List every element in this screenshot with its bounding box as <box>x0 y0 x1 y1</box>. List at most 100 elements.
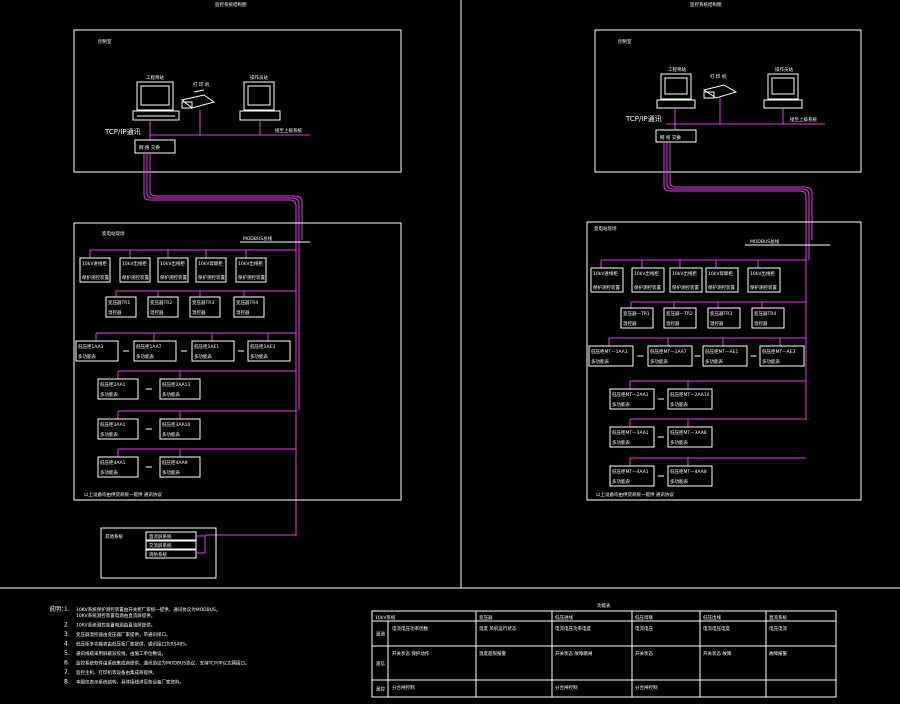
device-sublabel: 保护测控装置 <box>122 274 149 281</box>
device-box <box>105 296 137 318</box>
note-text: 10KV系统测控装置电源由直流屏提供。 <box>76 622 155 629</box>
table-title: 功能表 <box>597 602 611 609</box>
device-label: 低压柜2AA1 <box>100 381 126 388</box>
right-footer: 以上设备均由供货商统一提供 通讯协议 <box>596 491 674 498</box>
right-printer-label: 打 印 机 <box>710 73 727 80</box>
device-box <box>235 257 267 283</box>
device-label: 10kV母联柜 <box>708 270 733 277</box>
device-sublabel: 多功能表 <box>670 439 688 446</box>
device-sublabel: 保护测控装置 <box>160 274 187 281</box>
device-sublabel: 温控器 <box>150 309 164 316</box>
device-label: 10kV进线柜 <box>593 270 618 277</box>
device-box <box>620 307 654 329</box>
device-sublabel: 多功能表 <box>194 353 212 360</box>
device-box <box>707 307 741 329</box>
device-sublabel: 温控器 <box>192 309 206 316</box>
note-number: 5. <box>64 650 70 657</box>
right-control-room-label: 控制室 <box>618 38 632 45</box>
table-row-label: 遥控 <box>376 686 385 693</box>
device-box <box>609 465 655 487</box>
table-cell: 开关状态 故障 <box>703 650 732 657</box>
extra-item: 交流屏系统 <box>149 542 172 549</box>
device-label: 变压器TR1 <box>108 299 130 306</box>
right-field-title: 变电站现场 <box>594 225 617 232</box>
device-box <box>667 388 713 410</box>
device-sublabel: 保护测控装置 <box>82 274 109 281</box>
left-printer-label: 打 印 机 <box>193 81 210 88</box>
device-label: 变压器TR3 <box>192 299 214 306</box>
device-label: 变压器TR4 <box>754 310 776 317</box>
left-bus-label: MODBUS总线 <box>243 235 273 242</box>
table-cell: 电流电压 <box>635 625 653 632</box>
device-box <box>609 426 655 448</box>
device-sublabel: 多功能表 <box>100 469 118 476</box>
device-box <box>159 456 201 478</box>
device-sublabel: 多功能表 <box>705 358 723 365</box>
printer-icon <box>702 84 738 99</box>
device-box <box>119 257 151 283</box>
device-box <box>75 340 119 362</box>
device-box <box>97 378 139 400</box>
right-switch-box <box>655 129 697 143</box>
right-field-box <box>586 221 862 501</box>
device-sublabel: 温控器 <box>666 320 680 327</box>
printer-icon <box>180 89 216 109</box>
device-sublabel: 保护测控装置 <box>708 284 735 291</box>
function-table: 功能表 10kV系统变压器低压进线低压母联低压出线直流系统遥测电流电压功率因数温… <box>371 602 837 698</box>
device-box <box>631 267 665 293</box>
device-label: 变压器—TR1 <box>623 310 650 317</box>
device-box <box>97 418 139 440</box>
device-label: 低压柜MT—1AA1 <box>591 348 628 355</box>
device-label: 低压柜MT—2AA1 <box>612 391 649 398</box>
device-box <box>590 267 624 293</box>
device-box <box>747 267 781 293</box>
left-panel: 监控系统结构图 控制室 工程师站 打 印 机 操作员站 TCP/IP通讯 接至上… <box>73 1 402 579</box>
device-box <box>79 257 111 283</box>
device-sublabel: 多功能表 <box>100 391 118 398</box>
device-label: 低压柜MT—AE1 <box>705 348 739 355</box>
device-sublabel: 保护测控装置 <box>593 284 620 291</box>
device-label: 10kV母联柜 <box>198 260 223 267</box>
device-label: 10kV出线柜 <box>122 260 147 267</box>
device-sublabel: 保护测控装置 <box>238 274 265 281</box>
device-sublabel: 保护测控装置 <box>634 284 661 291</box>
device-label: 10kV进线柜 <box>82 260 107 267</box>
device-label: 变压器TR3 <box>710 310 732 317</box>
table-cell: 电流电压电度 <box>703 625 730 632</box>
right-device-rows: 10kV进线柜保护测控装置10kV出线柜保护测控装置10kV出线柜保护测控装置1… <box>588 259 806 487</box>
left-device-rows: 10kV进线柜保护测控装置10kV出线柜保护测控装置10kV出线柜保护测控装置1… <box>75 249 296 478</box>
right-panel: 监控系统结构图 控制室 工程师站 打 印 机 操作员站 TCP/IP通讯 接至上… <box>586 1 862 501</box>
device-label: 10kV出线柜 <box>634 270 659 277</box>
left-control-room-label: 控制室 <box>98 38 112 45</box>
device-sublabel: 多功能表 <box>136 353 154 360</box>
device-label: 低压柜1AE3 <box>250 343 275 350</box>
device-label: 低压柜MT—4AA8 <box>670 468 707 475</box>
table-cell: 分合闸控制 <box>392 684 415 691</box>
left-footer: 以上设备均由供货商统一提供 通讯协议 <box>84 491 162 498</box>
note-text: 监控系统软件由系统集成商提供，通讯协议为MODBUS协议，支持TCP/IP以太网… <box>76 660 250 667</box>
device-box <box>97 456 139 478</box>
monitor-icon <box>132 81 180 121</box>
device-sublabel: 保护测控装置 <box>672 284 699 291</box>
device-box <box>159 378 201 400</box>
device-box <box>663 307 697 329</box>
note-text: 通讯线缆采用屏蔽双绞线，由施工单位敷设。 <box>76 650 166 657</box>
device-box <box>609 388 655 410</box>
table-row-label: 遥测 <box>376 631 385 638</box>
device-box <box>195 257 227 283</box>
device-label: 低压柜1AE1 <box>194 343 219 350</box>
notes-section: 说明： 1.10KV系统保护测控装置由开关柜厂家统一提供，通讯协议为MODBUS… <box>49 605 250 686</box>
table-cell: 开关状态 <box>635 650 653 657</box>
left-tcp-label: TCP/IP通讯 <box>104 127 141 136</box>
device-sublabel: 多功能表 <box>162 391 180 398</box>
table-grid: 10kV系统变压器低压进线低压母联低压出线直流系统遥测电流电压功率因数温度 风机… <box>371 610 837 698</box>
notes-heading: 说明： <box>49 605 67 613</box>
monitor-icon <box>763 73 803 109</box>
device-box <box>588 345 634 367</box>
device-sublabel: 保护测控装置 <box>750 284 777 291</box>
left-pc1-label: 工程师站 <box>146 74 164 81</box>
left-field-title: 变电站现场 <box>102 230 125 237</box>
device-label: 10kV出线柜 <box>160 260 185 267</box>
device-label: 低压柜3AA10 <box>162 421 191 428</box>
